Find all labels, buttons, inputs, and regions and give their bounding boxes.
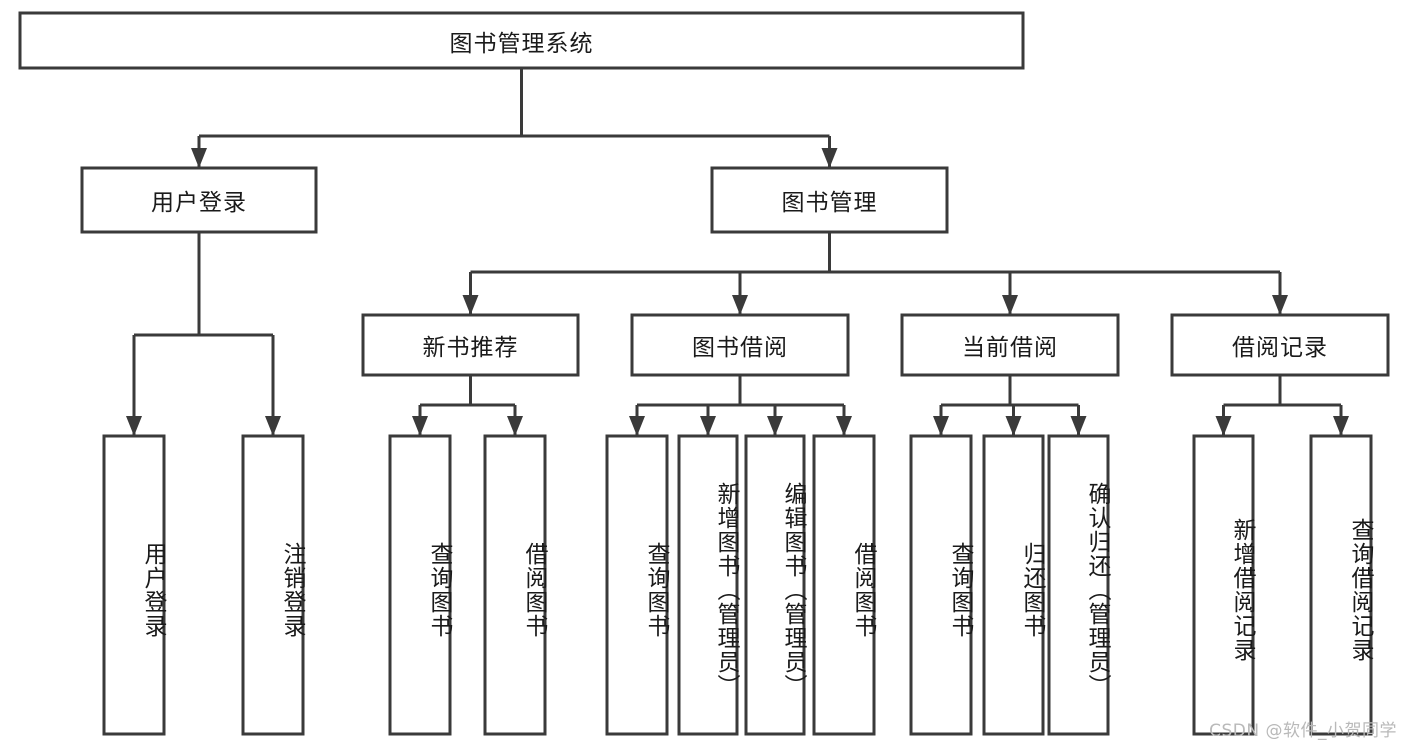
boxes-layer [18,11,1390,736]
arrow-head-icon [700,416,716,436]
arrow-head-icon [1333,416,1349,436]
node-box-leaf-add-book[interactable] [677,434,739,736]
arrow-head-icon [821,148,838,168]
arrow-head-icon [1005,416,1022,436]
arrow-head-icon [732,295,748,315]
edges-layer [126,68,1349,436]
node-box-leaf-borrow-book-1[interactable] [483,434,547,736]
arrow-head-icon [265,416,281,436]
node-box-leaf-borrow-book-2[interactable] [812,434,876,736]
arrow-head-icon [126,416,142,436]
arrow-head-icon [1272,295,1288,315]
arrow-head-icon [412,416,428,436]
node-box-current-borrow[interactable] [900,313,1120,377]
arrow-head-icon [629,416,645,436]
node-box-new-book-recommend[interactable] [361,313,580,377]
node-box-leaf-logout[interactable] [241,434,305,736]
arrow-head-icon [462,295,479,315]
node-box-leaf-confirm-return[interactable] [1047,434,1110,736]
node-box-leaf-query-record[interactable] [1309,434,1373,736]
node-box-root[interactable] [18,11,1025,70]
arrow-head-icon [507,416,523,436]
watermark: CSDN @软件_小贺同学 [1209,721,1397,741]
node-box-leaf-edit-book[interactable] [744,434,806,736]
node-box-book-manage[interactable] [710,166,949,234]
arrow-head-icon [1215,416,1232,436]
arrow-head-icon [191,148,207,168]
node-box-book-borrow[interactable] [630,313,850,377]
node-box-borrow-record[interactable] [1170,313,1390,377]
arrow-head-icon [836,416,852,436]
node-box-leaf-query-book-2[interactable] [605,434,669,736]
node-box-leaf-query-book-1[interactable] [388,434,452,736]
arrow-head-icon [1002,295,1018,315]
arrow-head-icon [1070,416,1087,436]
arrow-head-icon [767,416,783,436]
node-box-leaf-add-record[interactable] [1192,434,1255,736]
node-box-leaf-query-book-3[interactable] [909,434,973,736]
arrow-head-icon [933,416,949,436]
node-box-user-login[interactable] [80,166,318,234]
node-box-leaf-return-book[interactable] [982,434,1045,736]
node-box-leaf-user-login[interactable] [102,434,166,736]
